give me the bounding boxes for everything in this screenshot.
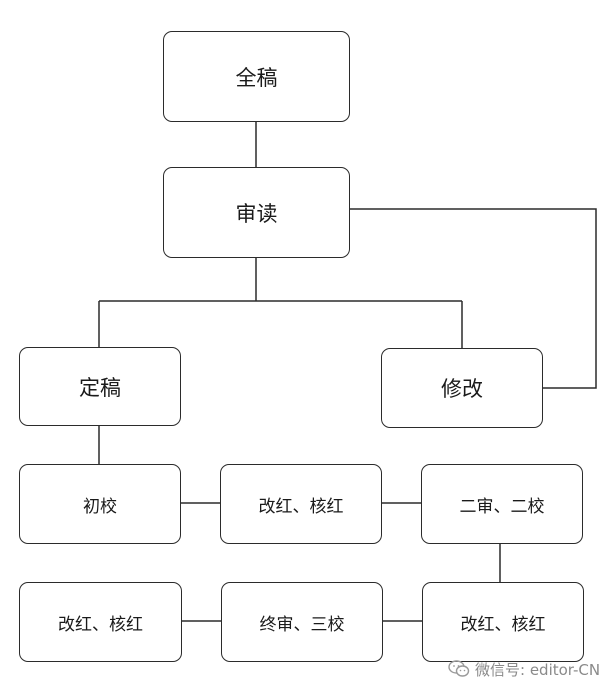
node-final-draft: 定稿 — [19, 347, 181, 426]
node-review: 审读 — [163, 167, 350, 258]
node-final-review: 终审、三校 — [221, 582, 383, 662]
node-correct-2: 改红、核红 — [19, 582, 182, 662]
connector-revise-loop — [350, 208, 597, 389]
watermark-text: 微信号: editor-CN — [475, 660, 601, 679]
watermark: 微信号: editor-CN — [448, 656, 612, 682]
node-second-review: 二审、二校 — [421, 464, 583, 544]
node-full-draft: 全稿 — [163, 31, 350, 122]
node-revise: 修改 — [381, 348, 543, 428]
node-correct-3: 改红、核红 — [422, 582, 584, 662]
wechat-icon — [448, 660, 470, 677]
node-first-proof: 初校 — [19, 464, 181, 544]
node-correct-1: 改红、核红 — [220, 464, 382, 544]
